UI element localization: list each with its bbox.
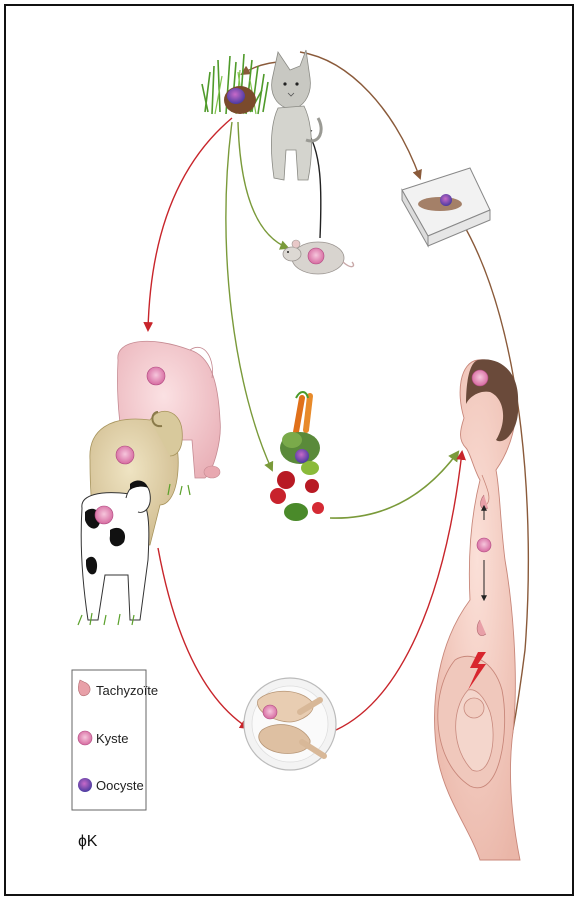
cyst-icon — [308, 248, 324, 264]
legend-item-oocyst: Oocyste — [78, 778, 144, 793]
livestock-group — [78, 341, 220, 625]
legend-item-cyst: Kyste — [78, 731, 129, 746]
arrow-livestock-to-meat — [158, 548, 248, 728]
cat-illustration — [271, 50, 321, 180]
litter-box-illustration — [402, 168, 490, 246]
oocyst-icon — [295, 449, 309, 463]
legend-label-oocyst: Oocyste — [96, 778, 144, 793]
meat-plate-illustration — [244, 678, 336, 770]
oocyst-icon — [227, 88, 245, 104]
legend-label-tachyzoite: Tachyzoïte — [96, 683, 158, 698]
cyst-icon — [95, 506, 113, 524]
artist-signature: ɸK — [78, 833, 98, 850]
cyst-icon — [116, 446, 134, 464]
vegetables-illustration — [270, 392, 324, 521]
arrow-vegetables-to-human — [330, 452, 458, 518]
legend-label-cyst: Kyste — [96, 731, 129, 746]
cow-illustration — [81, 481, 150, 620]
cyst-icon — [472, 370, 488, 386]
cyst-icon — [477, 538, 491, 552]
oocyst-icon — [78, 778, 92, 792]
cyst-icon — [147, 367, 165, 385]
arrow-soil-to-livestock — [148, 118, 232, 330]
cyst-icon — [78, 731, 92, 745]
arrow-soil-to-vegetables — [226, 122, 272, 470]
rodent-illustration — [283, 240, 354, 274]
soil-grass-patch — [202, 54, 268, 114]
oocyst-icon — [440, 194, 452, 206]
pregnant-woman-illustration — [435, 359, 520, 860]
legend: Tachyzoïte Kyste Oocyste — [72, 670, 158, 810]
cyst-icon — [263, 705, 277, 719]
